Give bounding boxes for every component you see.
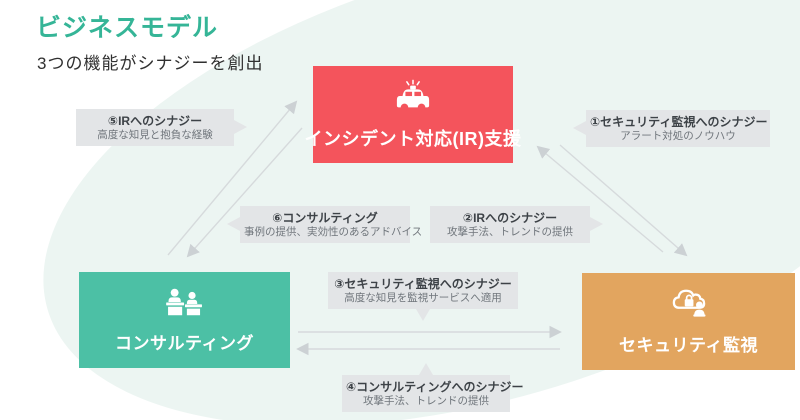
- synergy-1-title: ①セキュリティ監視へのシナジー: [590, 115, 768, 129]
- callout-tail: [234, 120, 247, 135]
- node-incident-response: インシデント対応(IR)支援: [305, 66, 521, 163]
- synergy-6-sub: 事例の提供、実効性のあるアドバイス: [244, 226, 423, 239]
- synergy-label-5: ⑤IRへのシナジー 高度な知見と抱負な経験: [76, 109, 247, 146]
- incident-car-icon: [390, 79, 436, 120]
- node-label-incident-response: インシデント対応(IR)支援: [304, 128, 522, 149]
- callout-tail: [573, 121, 586, 136]
- synergy-1-sub: アラート対処のノウハウ: [620, 130, 736, 143]
- synergy-3-sub: 高度な知見を監視サービスへ適用: [344, 292, 502, 305]
- arrow-monitoring-to-ir: [536, 145, 664, 253]
- callout-tail: [227, 217, 240, 232]
- synergy-5-title: ⑤IRへのシナジー: [107, 114, 203, 128]
- callout-tail: [416, 308, 430, 321]
- synergy-label-3: ③セキュリティ監視へのシナジー 高度な知見を監視サービスへ適用: [328, 272, 518, 321]
- callout-tail: [419, 363, 433, 375]
- node-consulting: コンサルティング: [79, 272, 290, 368]
- synergy-label-6: ⑥コンサルティング 事例の提供、実効性のあるアドバイス: [227, 206, 423, 243]
- consulting-desk-icon: [162, 287, 208, 324]
- synergy-label-1: ①セキュリティ監視へのシナジー アラート対処のノウハウ: [573, 110, 770, 147]
- page-title: ビジネスモデル: [36, 14, 219, 42]
- synergy-5-sub: 高度な知見と抱負な経験: [97, 129, 213, 142]
- synergy-label-4: ④コンサルティングへのシナジー 攻撃手法、トレンドの提供: [342, 363, 524, 412]
- header: ビジネスモデル 3つの機能がシナジーを創出: [36, 8, 263, 74]
- synergy-6-title: ⑥コンサルティング: [272, 211, 378, 225]
- arrow-ir-to-consulting: [186, 127, 303, 258]
- synergy-4-sub: 攻撃手法、トレンドの提供: [363, 395, 489, 408]
- synergy-3-title: ③セキュリティ監視へのシナジー: [334, 277, 512, 291]
- node-security-monitoring: セキュリティ監視: [582, 273, 795, 370]
- arrow-ir-to-monitoring: [559, 144, 688, 257]
- node-label-consulting: コンサルティング: [115, 333, 254, 353]
- callout-tail: [590, 217, 603, 232]
- page-subtitle: 3つの機能がシナジーを創出: [37, 54, 264, 73]
- synergy-4-title: ④コンサルティングへのシナジー: [346, 380, 524, 394]
- synergy-2-sub: 攻撃手法、トレンドの提供: [447, 226, 573, 239]
- synergy-2-title: ②IRへのシナジー: [462, 211, 558, 225]
- cloud-lock-icon: [666, 287, 712, 326]
- synergy-label-2: ②IRへのシナジー 攻撃手法、トレンドの提供: [430, 206, 603, 243]
- node-label-security-monitoring: セキュリティ監視: [619, 336, 758, 355]
- arrow-consulting-to-ir: [167, 100, 298, 256]
